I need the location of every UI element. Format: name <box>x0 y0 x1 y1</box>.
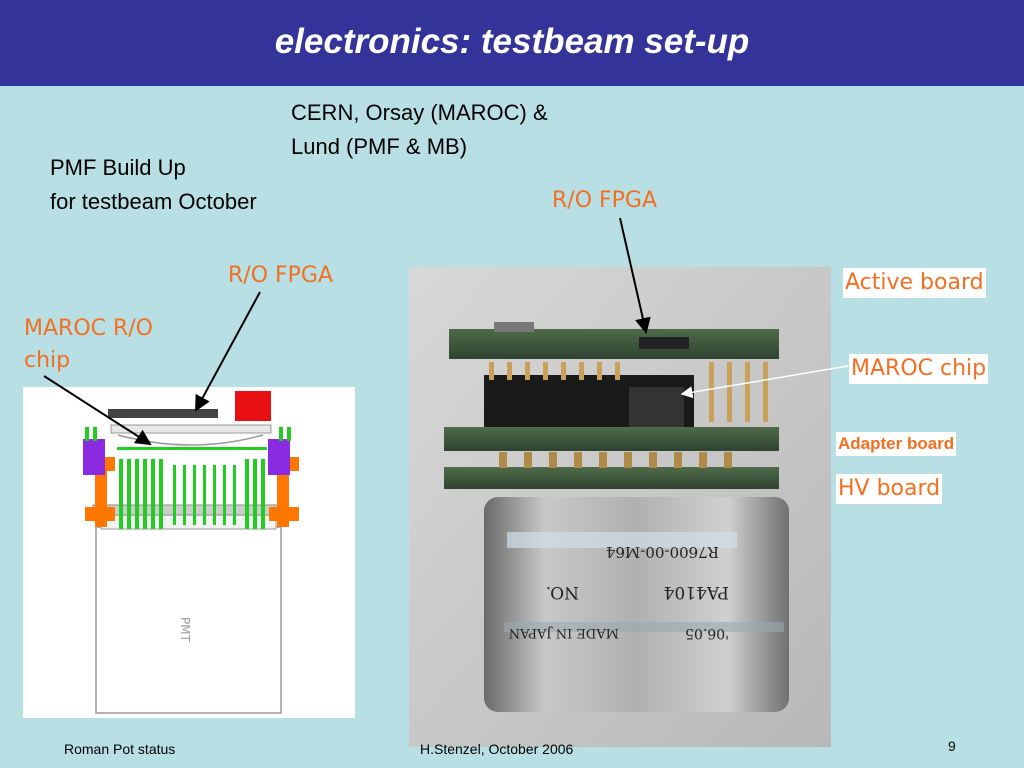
label-ro-fpga-left: R/O FPGA <box>228 263 334 288</box>
label-hv-board: HV board <box>836 474 943 504</box>
pmt-body <box>95 526 282 714</box>
schematic-image: PMT <box>23 387 355 718</box>
print-year: '06.05 <box>685 625 729 641</box>
label-active-board: Active board <box>843 268 986 298</box>
schematic-fpga <box>108 409 218 418</box>
footer-center: H.Stenzel, October 2006 <box>420 741 574 757</box>
label-maroc-ro-2: chip <box>24 348 71 373</box>
assembly-photo-drawing: '06.05 MADE IN JAPAN PA4104 NO. R7600-00… <box>409 267 831 747</box>
footer-left: Roman Pot status <box>64 741 176 757</box>
label-ro-fpga-right: R/O FPGA <box>552 188 658 213</box>
fpga-photo <box>639 337 689 349</box>
build-line-2: for testbeam October <box>50 189 257 214</box>
slide-title: electronics: testbeam set-up <box>274 22 750 61</box>
build-line-1: PMF Build Up <box>50 155 186 180</box>
page-number: 9 <box>948 738 956 754</box>
credit-line-1: CERN, Orsay (MAROC) & <box>291 100 548 125</box>
print-no: NO. <box>546 582 579 602</box>
adapter-board-pcb <box>444 427 779 451</box>
label-adapter-board: Adapter board <box>836 432 957 456</box>
schematic-drawing: PMT <box>83 391 299 714</box>
assembly-photo: '06.05 MADE IN JAPAN PA4104 NO. R7600-00… <box>409 267 831 747</box>
schematic-red-block <box>235 391 271 421</box>
hv-board-pcb <box>444 467 779 489</box>
active-board-pcb <box>449 329 779 359</box>
print-serial: PA4104 <box>664 582 729 602</box>
label-maroc-chip: MAROC chip <box>849 354 989 384</box>
print-made-in: MADE IN JAPAN <box>509 625 619 640</box>
label-maroc-ro-1: MAROC R/O <box>24 316 154 341</box>
pmt-label: PMT <box>178 617 192 643</box>
print-model: R7600-00-M64 <box>606 543 719 561</box>
title-bar: electronics: testbeam set-up <box>0 0 1024 86</box>
maroc-chip-photo <box>629 387 684 427</box>
pmt-can <box>484 497 789 712</box>
credit-line-2: Lund (PMF & MB) <box>291 134 468 159</box>
